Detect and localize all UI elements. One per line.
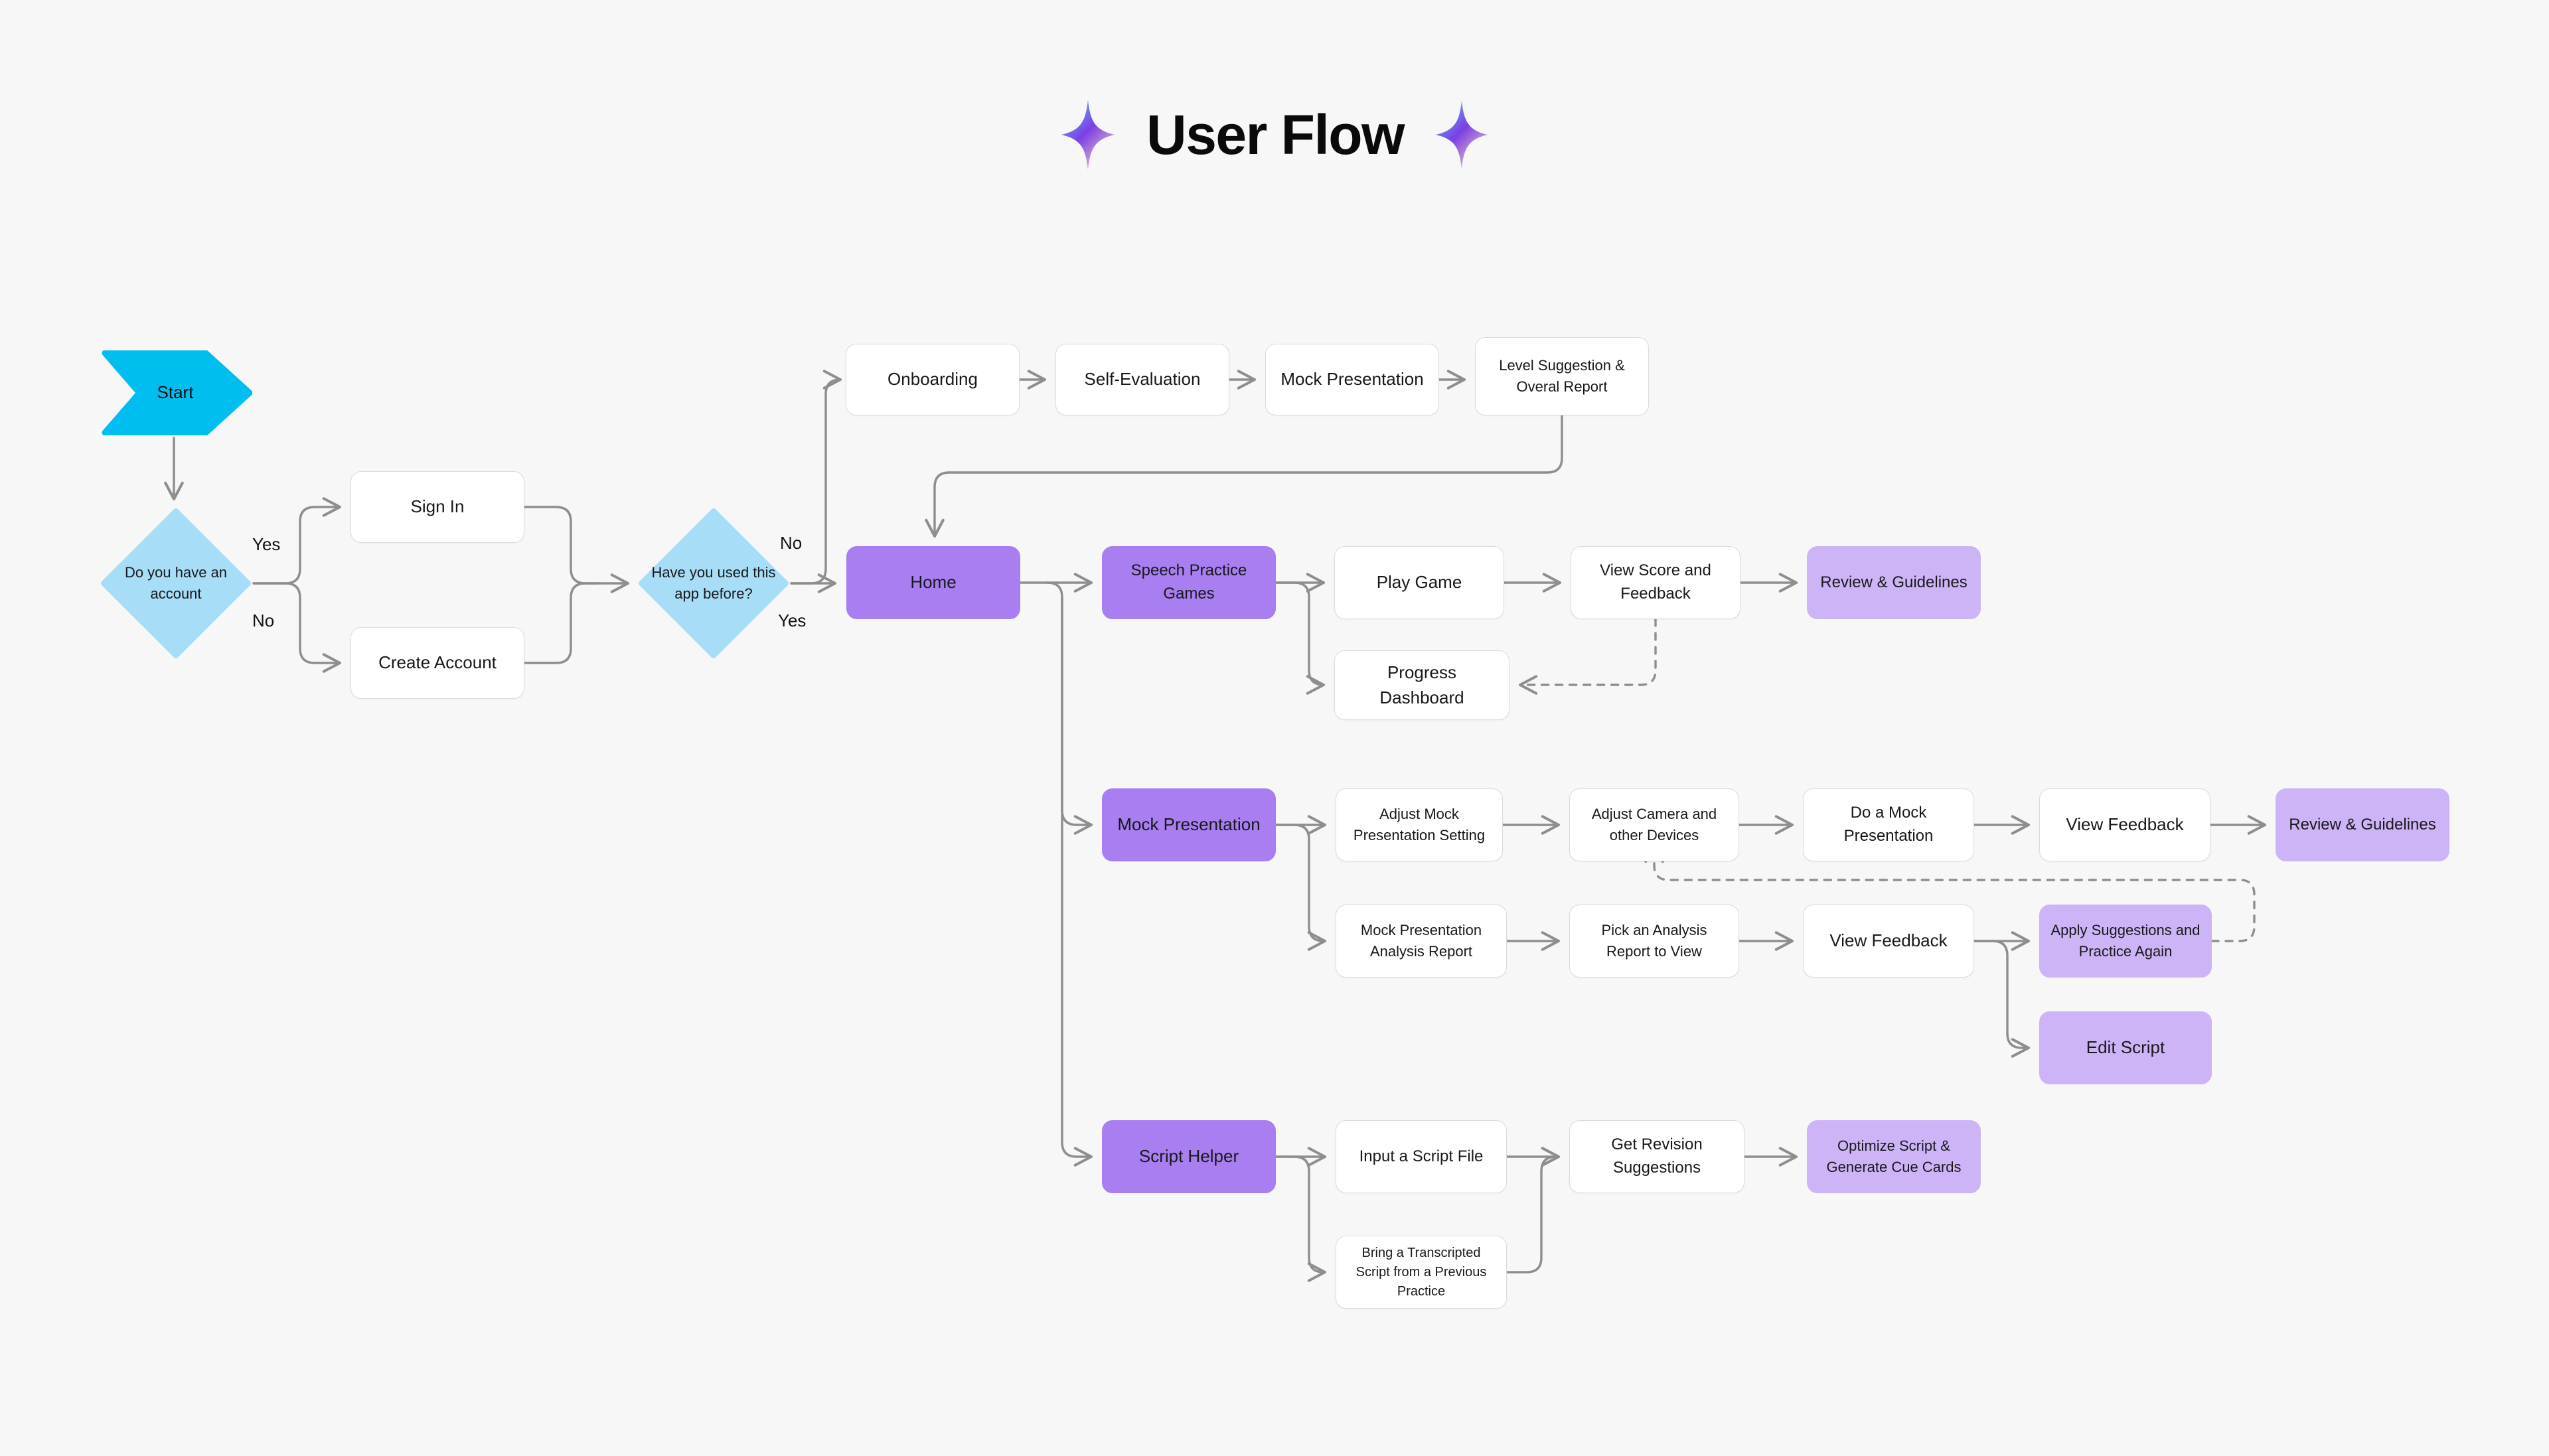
flow-node-view-feedback-1[interactable]: View Feedback xyxy=(2039,788,2210,861)
flow-node-input-script[interactable]: Input a Script File xyxy=(1336,1120,1507,1193)
flow-node-label: Apply Suggestions and Practice Again xyxy=(2050,922,2201,960)
flow-node-review-guidelines-2[interactable]: Review & Guidelines xyxy=(2276,788,2449,861)
flow-node-label: Do you have an account xyxy=(124,564,228,602)
flow-node-label: Onboarding xyxy=(888,369,978,390)
flow-node-home[interactable]: Home xyxy=(846,546,1020,619)
flow-node-label: Input a Script File xyxy=(1359,1147,1484,1165)
flow-node-label: Have you used this app before? xyxy=(651,564,776,602)
page-title-group: User Flow xyxy=(0,98,2549,171)
flow-node-label: Do a Mock Presentation xyxy=(1843,804,1934,845)
flow-node-optimize-script[interactable]: Optimize Script & Generate Cue Cards xyxy=(1807,1120,1981,1193)
sparkle-icon xyxy=(1061,100,1115,170)
edge-label-no-used: No xyxy=(780,533,803,553)
flow-node-get-revision[interactable]: Get Revision Suggestions xyxy=(1569,1120,1744,1193)
edge-label-yes-used: Yes xyxy=(778,611,807,630)
flow-node-self-evaluation[interactable]: Self-Evaluation xyxy=(1055,344,1229,415)
flow-node-play-game[interactable]: Play Game xyxy=(1334,546,1504,619)
flow-node-label: Start xyxy=(157,382,194,403)
flow-node-label: Progress Dashboard xyxy=(1379,662,1464,707)
flow-node-label: Mock Presentation Analysis Report xyxy=(1360,922,1482,960)
flow-node-edit-script[interactable]: Edit Script xyxy=(2039,1011,2212,1084)
flow-node-adjust-setting[interactable]: Adjust Mock Presentation Setting xyxy=(1336,788,1503,861)
flow-node-apply-suggestions[interactable]: Apply Suggestions and Practice Again xyxy=(2039,905,2212,978)
flow-node-analysis-report[interactable]: Mock Presentation Analysis Report xyxy=(1336,905,1507,978)
flow-node-label: Create Account xyxy=(378,652,497,673)
flow-node-label: Mock Presentation xyxy=(1280,369,1424,390)
sparkle-icon xyxy=(1435,100,1488,169)
decision-diamond-shape xyxy=(101,508,251,658)
flow-node-mock-presentation[interactable]: Mock Presentation xyxy=(1102,788,1276,861)
flow-node-label: View Feedback xyxy=(2066,814,2184,835)
flow-node-label: View Score and Feedback xyxy=(1600,561,1711,603)
flow-node-label: Get Revision Suggestions xyxy=(1611,1135,1703,1177)
flow-node-progress-dashboard[interactable]: Progress Dashboard xyxy=(1334,650,1509,720)
page-title: User Flow xyxy=(1146,104,1405,166)
flow-node-label: Review & Guidelines xyxy=(1820,573,1968,591)
flow-node-used-before[interactable]: Have you used this app before? xyxy=(637,507,790,660)
flow-node-do-mock[interactable]: Do a Mock Presentation xyxy=(1803,788,1974,861)
flow-node-label: Mock Presentation xyxy=(1117,814,1261,835)
flow-node-script-helper[interactable]: Script Helper xyxy=(1102,1120,1276,1193)
flow-node-label: Review & Guidelines xyxy=(2289,815,2436,834)
flow-node-onboarding[interactable]: Onboarding xyxy=(846,344,1020,415)
edge-label-no-account: No xyxy=(252,611,275,630)
flow-node-sign-in[interactable]: Sign In xyxy=(350,471,524,543)
flow-node-label: View Feedback xyxy=(1829,930,1948,951)
flow-node-review-guidelines-1[interactable]: Review & Guidelines xyxy=(1807,546,1981,619)
decision-diamond-shape xyxy=(639,508,789,658)
flow-node-label: Level Suggestion & Overal Report xyxy=(1499,357,1625,395)
flow-node-label: Speech Practice Games xyxy=(1130,561,1247,603)
flow-node-view-feedback-2[interactable]: View Feedback xyxy=(1803,905,1974,978)
flow-node-label: Home xyxy=(910,572,957,593)
flow-node-label: Self-Evaluation xyxy=(1084,369,1201,390)
flow-node-label: Optimize Script & Generate Cue Cards xyxy=(1826,1137,1962,1175)
start-chevron-shape xyxy=(102,350,252,435)
flow-node-label: Sign In xyxy=(410,496,465,517)
edge-label-yes-account: Yes xyxy=(252,534,281,554)
flow-node-label: Pick an Analysis Report to View xyxy=(1601,922,1707,960)
flow-node-start[interactable]: Start xyxy=(98,350,252,435)
flow-node-speech-games[interactable]: Speech Practice Games xyxy=(1102,546,1276,619)
flow-node-label: Adjust Camera and other Devices xyxy=(1591,806,1717,843)
flow-node-label: Adjust Mock Presentation Setting xyxy=(1353,806,1486,843)
flow-node-label: Edit Script xyxy=(2086,1037,2165,1058)
flow-node-mock-presentation-ob[interactable]: Mock Presentation xyxy=(1265,344,1439,415)
flow-node-label: Script Helper xyxy=(1138,1146,1239,1167)
flow-node-label: Play Game xyxy=(1376,572,1462,593)
flow-node-label: Bring a Transcripted Script from a Previ… xyxy=(1355,1245,1487,1299)
flow-node-bring-transcript[interactable]: Bring a Transcripted Script from a Previ… xyxy=(1336,1236,1507,1309)
flow-node-pick-report[interactable]: Pick an Analysis Report to View xyxy=(1569,905,1739,978)
flow-node-level-suggestion[interactable]: Level Suggestion & Overal Report xyxy=(1475,337,1649,415)
flow-node-have-account[interactable]: Do you have an account xyxy=(100,507,252,660)
flow-node-adjust-camera[interactable]: Adjust Camera and other Devices xyxy=(1569,788,1739,861)
flow-node-view-score[interactable]: View Score and Feedback xyxy=(1571,546,1740,619)
flow-node-create-account[interactable]: Create Account xyxy=(350,627,524,699)
